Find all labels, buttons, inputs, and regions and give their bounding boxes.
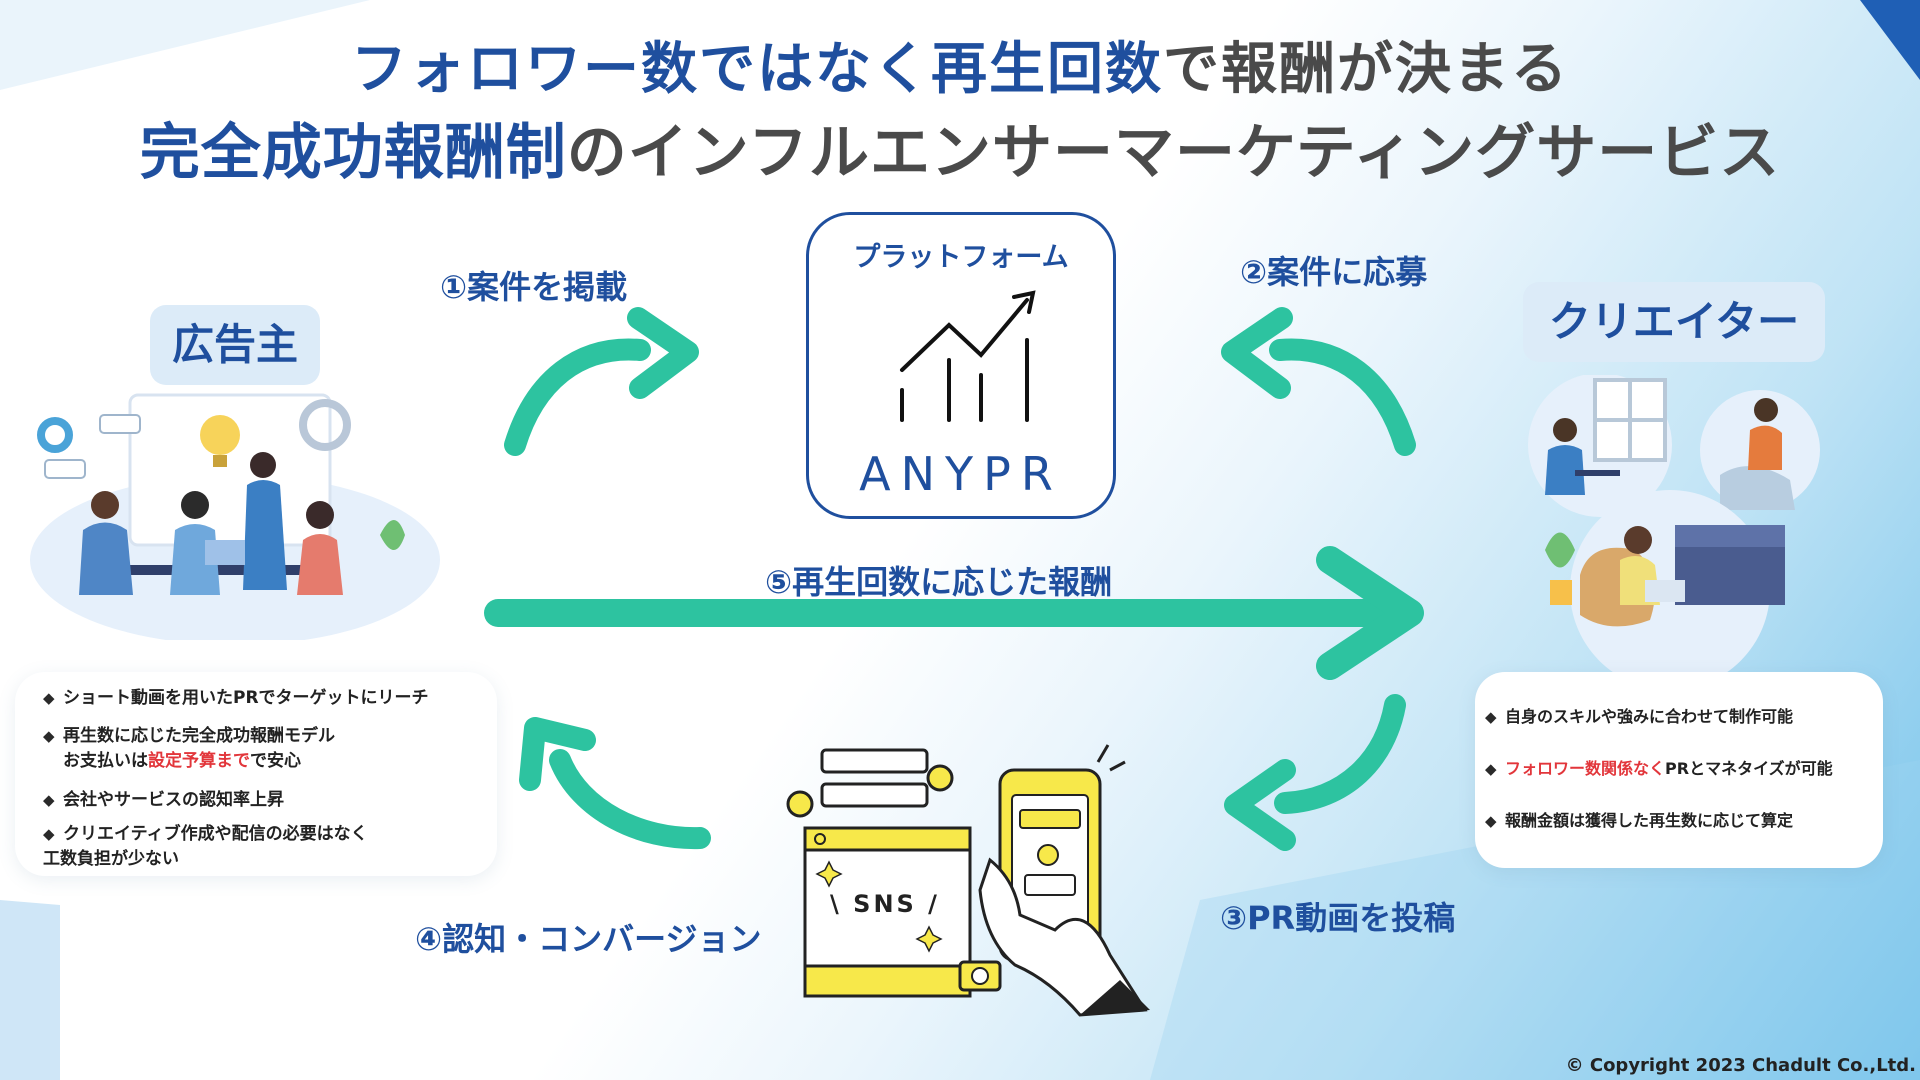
diamond-bullet-icon: ◆ (1485, 760, 1497, 778)
creator-point-2: ◆フォロワー数関係なくPRとマネタイズが可能 (1485, 756, 1833, 782)
title-line2-highlight: 完全成功報酬制 (139, 118, 567, 188)
creator-illustration (1528, 375, 1820, 675)
advertiser-point-1: ◆ショート動画を用いたPRでターゲットにリーチ (43, 686, 429, 711)
creator-point-1: ◆自身のスキルや強みに合わせて制作可能 (1485, 704, 1793, 730)
diamond-bullet-icon: ◆ (43, 727, 55, 745)
arrow-step2 (1269, 338, 1416, 456)
platform-title: プラットフォーム (853, 242, 1069, 273)
diamond-bullet-icon: ◆ (1485, 708, 1497, 726)
copyright-notice: © Copyright 2023 Chadult Co.,Ltd. (1565, 1055, 1916, 1076)
advertiser-benefits-box: ◆ショート動画を用いたPRでターゲットにリーチ ◆再生数に応じた完全成功報酬モデ… (15, 672, 497, 876)
title-line1-rest: で報酬が決まる (1163, 37, 1569, 102)
creator-point-3: ◆報酬金額は獲得した再生数に応じて算定 (1485, 808, 1793, 834)
advertiser-label: 広告主 (150, 305, 320, 385)
arrow-step3 (1274, 694, 1406, 814)
arrow-step2-head (1221, 307, 1293, 399)
platform-card: プラットフォーム ANYPR (806, 212, 1116, 519)
arrow-step1-head (627, 307, 699, 399)
advertiser-illustration (30, 393, 440, 640)
arrow-step5-head (1316, 546, 1424, 680)
sns-label: \ SNS / (830, 890, 940, 918)
title-line2-rest: のインフルエンサーマーケティングサービス (566, 118, 1781, 188)
page-title-line1: フォロワー数ではなく再生回数で報酬が決まる (0, 24, 1920, 105)
step2-label: ②案件に応募 (1240, 253, 1428, 291)
step3-label: ③PR動画を投稿 (1220, 899, 1456, 937)
advertiser-point-2: ◆再生数に応じた完全成功報酬モデル お支払いは設定予算までで安心 (43, 726, 335, 771)
chart-logo-icon (900, 290, 1036, 422)
diamond-bullet-icon: ◆ (1485, 812, 1497, 830)
step5-label: ⑤再生回数に応じた報酬 (765, 563, 1113, 601)
step1-label: ①案件を掲載 (440, 268, 628, 306)
advertiser-point-4: ◆クリエイティブ作成や配信の必要はなく 工数負担が少ない (43, 824, 368, 869)
arrow-step4-head (519, 717, 596, 791)
arrow-step3-head (1224, 759, 1296, 851)
platform-brand: ANYPR (859, 447, 1063, 501)
diamond-bullet-icon: ◆ (43, 825, 55, 843)
advertiser-point-3: ◆会社やサービスの認知率上昇 (43, 788, 284, 813)
diamond-bullet-icon: ◆ (43, 689, 55, 707)
creator-label: クリエイター (1523, 282, 1825, 362)
diamond-bullet-icon: ◆ (43, 791, 55, 809)
step4-label: ④認知・コンバージョン (415, 920, 762, 958)
arrow-step1 (504, 338, 651, 456)
title-line1-highlight: フォロワー数ではなく再生回数 (351, 37, 1163, 102)
creator-benefits-box: ◆自身のスキルや強みに合わせて制作可能 ◆フォロワー数関係なくPRとマネタイズが… (1475, 672, 1883, 868)
page-title-line2: 完全成功報酬制のインフルエンサーマーケティングサービス (0, 104, 1920, 191)
sns-illustration (786, 744, 1150, 1017)
arrow-step4 (549, 749, 711, 850)
